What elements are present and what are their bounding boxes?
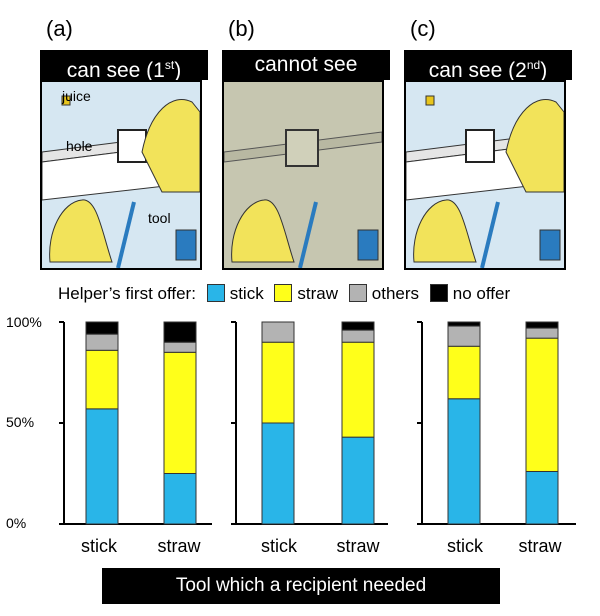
bar-segment-stick-no-offer bbox=[447, 321, 481, 327]
bar-segment-stick-straw bbox=[447, 345, 481, 400]
legend-item-stick: stick bbox=[206, 284, 264, 304]
bar-segment-straw-straw bbox=[341, 341, 375, 438]
x-axis-title: Tool which a recipient needed bbox=[102, 568, 500, 604]
bar-segment-stick-others bbox=[85, 333, 119, 351]
bar-segment-stick-others bbox=[261, 321, 295, 343]
bar-segment-straw-stick bbox=[525, 470, 559, 525]
bar-segment-straw-others bbox=[525, 327, 559, 339]
legend-swatch-straw bbox=[274, 284, 293, 302]
legend-label-no-offer: no offer bbox=[452, 284, 511, 303]
scene-c-drawing bbox=[406, 95, 564, 268]
legend-swatch-no-offer bbox=[429, 284, 448, 302]
scene-a-drawing bbox=[42, 95, 200, 268]
scene-c-illustration bbox=[404, 80, 566, 270]
label-hole: hole bbox=[66, 138, 93, 154]
x-label-a-stick: stick bbox=[81, 536, 117, 556]
legend-item-others: others bbox=[348, 284, 420, 304]
bar-segment-straw-no-offer bbox=[163, 321, 197, 343]
legend-swatch-others bbox=[348, 284, 367, 302]
x-label-c-straw: straw bbox=[518, 536, 562, 556]
scene-a-illustration: juice hole tool bbox=[40, 80, 202, 270]
legend-title: Helper’s first offer: bbox=[58, 284, 196, 303]
bar-segment-stick-straw bbox=[261, 341, 295, 424]
legend-label-others: others bbox=[371, 284, 420, 303]
bar-segment-straw-straw bbox=[163, 351, 197, 474]
bar-segment-stick-straw bbox=[85, 349, 119, 410]
bar-segment-straw-no-offer bbox=[341, 321, 375, 331]
panel-c-letter: (c) bbox=[410, 16, 436, 41]
bar-segment-straw-stick bbox=[163, 473, 197, 525]
legend-label-straw: straw bbox=[297, 284, 339, 303]
bar-segment-stick-stick bbox=[85, 408, 119, 525]
legend-swatch-stick bbox=[206, 284, 225, 302]
bar-segment-straw-others bbox=[341, 329, 375, 343]
legend-item-straw: straw bbox=[274, 284, 338, 304]
x-label-c-stick: stick bbox=[447, 536, 483, 556]
label-juice: juice bbox=[62, 88, 91, 104]
bar-segment-straw-others bbox=[163, 341, 197, 353]
x-label-b-straw: straw bbox=[336, 536, 380, 556]
label-tool: tool bbox=[148, 210, 171, 226]
scene-b-illustration bbox=[222, 80, 384, 270]
x-label-b-stick: stick bbox=[261, 536, 297, 556]
panel-a-title: can see (1st) bbox=[40, 50, 208, 82]
y-tick-0: 0% bbox=[6, 515, 27, 531]
bar-segment-stick-stick bbox=[261, 422, 295, 525]
y-tick-50: 50% bbox=[6, 414, 35, 430]
legend-label-stick: stick bbox=[229, 284, 264, 303]
bar-segment-stick-no-offer bbox=[85, 321, 119, 335]
panel-b-title: cannot see bbox=[222, 50, 390, 80]
bar-segment-straw-no-offer bbox=[525, 321, 559, 329]
legend-item-no-offer: no offer bbox=[429, 284, 511, 304]
panel-b-letter: (b) bbox=[228, 16, 255, 41]
scene-b-drawing bbox=[224, 129, 382, 268]
panel-c-title: can see (2nd) bbox=[404, 50, 572, 82]
x-label-a-straw: straw bbox=[157, 536, 201, 556]
y-tick-100: 100% bbox=[6, 314, 42, 330]
bar-segment-straw-stick bbox=[341, 436, 375, 525]
bar-segment-straw-straw bbox=[525, 337, 559, 472]
panel-a-letter: (a) bbox=[46, 16, 73, 41]
bar-segment-stick-others bbox=[447, 325, 481, 347]
chart-legend: Helper’s first offer: stick straw others… bbox=[58, 284, 510, 304]
bar-segment-stick-stick bbox=[447, 398, 481, 525]
